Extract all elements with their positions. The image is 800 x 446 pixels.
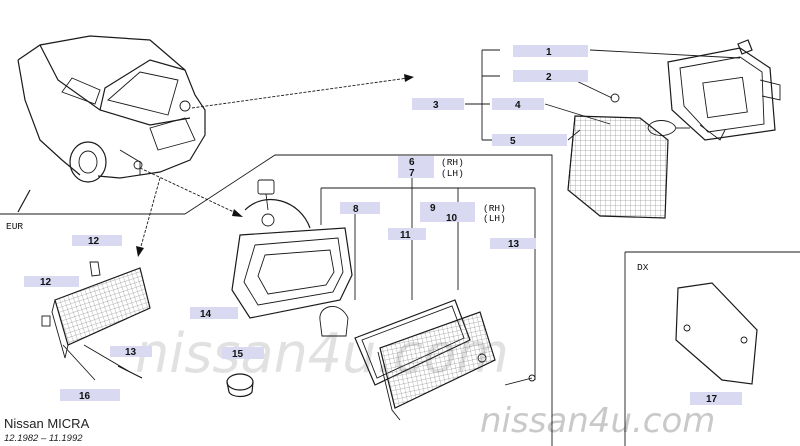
callout-11[interactable]: 11 <box>388 228 426 241</box>
variant-label: DX <box>637 262 649 273</box>
svg-text:14: 14 <box>200 309 212 320</box>
svg-text:4: 4 <box>515 100 521 111</box>
callout-5[interactable]: 5 <box>492 134 567 147</box>
callout-12-b[interactable]: 12 <box>24 276 79 288</box>
side-label-lh-2: (LH) <box>483 213 506 224</box>
svg-text:11: 11 <box>400 230 411 241</box>
rear-lamp-housing <box>231 179 353 337</box>
svg-text:1: 1 <box>546 47 552 58</box>
grommet <box>226 373 254 398</box>
svg-text:9: 9 <box>430 203 436 214</box>
svg-text:13: 13 <box>125 347 137 358</box>
svg-text:12: 12 <box>88 236 100 247</box>
callout-8[interactable]: 8 <box>340 202 380 215</box>
callout-15[interactable]: 15 <box>222 347 264 360</box>
svg-text:7: 7 <box>409 168 415 179</box>
callout-17[interactable]: 17 <box>690 392 742 405</box>
side-label-lh: (LH) <box>441 168 464 179</box>
svg-text:13: 13 <box>508 239 520 250</box>
watermark-brand: nissan4u.com <box>480 401 715 441</box>
reflector-left <box>41 261 151 381</box>
date-range: 12.1982 – 11.1992 <box>4 433 83 444</box>
lens-middle <box>354 299 536 421</box>
lamp-housing-top <box>610 39 781 141</box>
reflector-dx <box>675 282 758 385</box>
callout-12-a[interactable]: 12 <box>72 235 122 247</box>
callout-14[interactable]: 14 <box>190 307 238 320</box>
callout-1[interactable]: 1 <box>513 45 588 58</box>
callout-9[interactable]: 9 <box>420 202 475 214</box>
callout-13-b[interactable]: 13 <box>110 346 152 358</box>
svg-text:8: 8 <box>353 204 359 215</box>
callout-2[interactable]: 2 <box>513 70 588 83</box>
svg-text:17: 17 <box>706 394 718 405</box>
callout-4[interactable]: 4 <box>492 98 544 111</box>
side-label-rh-2: (RH) <box>483 203 506 214</box>
market-label: EUR <box>6 221 23 232</box>
svg-text:12: 12 <box>40 277 52 288</box>
svg-text:2: 2 <box>546 72 552 83</box>
side-label-rh: (RH) <box>441 157 464 168</box>
car-illustration <box>17 35 206 213</box>
model-name: Nissan MICRA <box>4 416 90 431</box>
lens-top <box>567 115 669 219</box>
svg-text:5: 5 <box>510 136 516 147</box>
svg-text:3: 3 <box>433 100 439 111</box>
svg-text:10: 10 <box>446 213 458 224</box>
callout-6[interactable]: 6 <box>398 156 434 168</box>
svg-text:6: 6 <box>409 157 415 168</box>
callout-7[interactable]: 7 <box>398 167 434 179</box>
svg-text:16: 16 <box>79 391 91 402</box>
callout-13-a[interactable]: 13 <box>490 238 536 250</box>
callout-3[interactable]: 3 <box>412 98 464 111</box>
callout-10[interactable]: 10 <box>420 212 475 224</box>
callout-16[interactable]: 16 <box>60 389 120 402</box>
svg-text:15: 15 <box>232 349 244 360</box>
